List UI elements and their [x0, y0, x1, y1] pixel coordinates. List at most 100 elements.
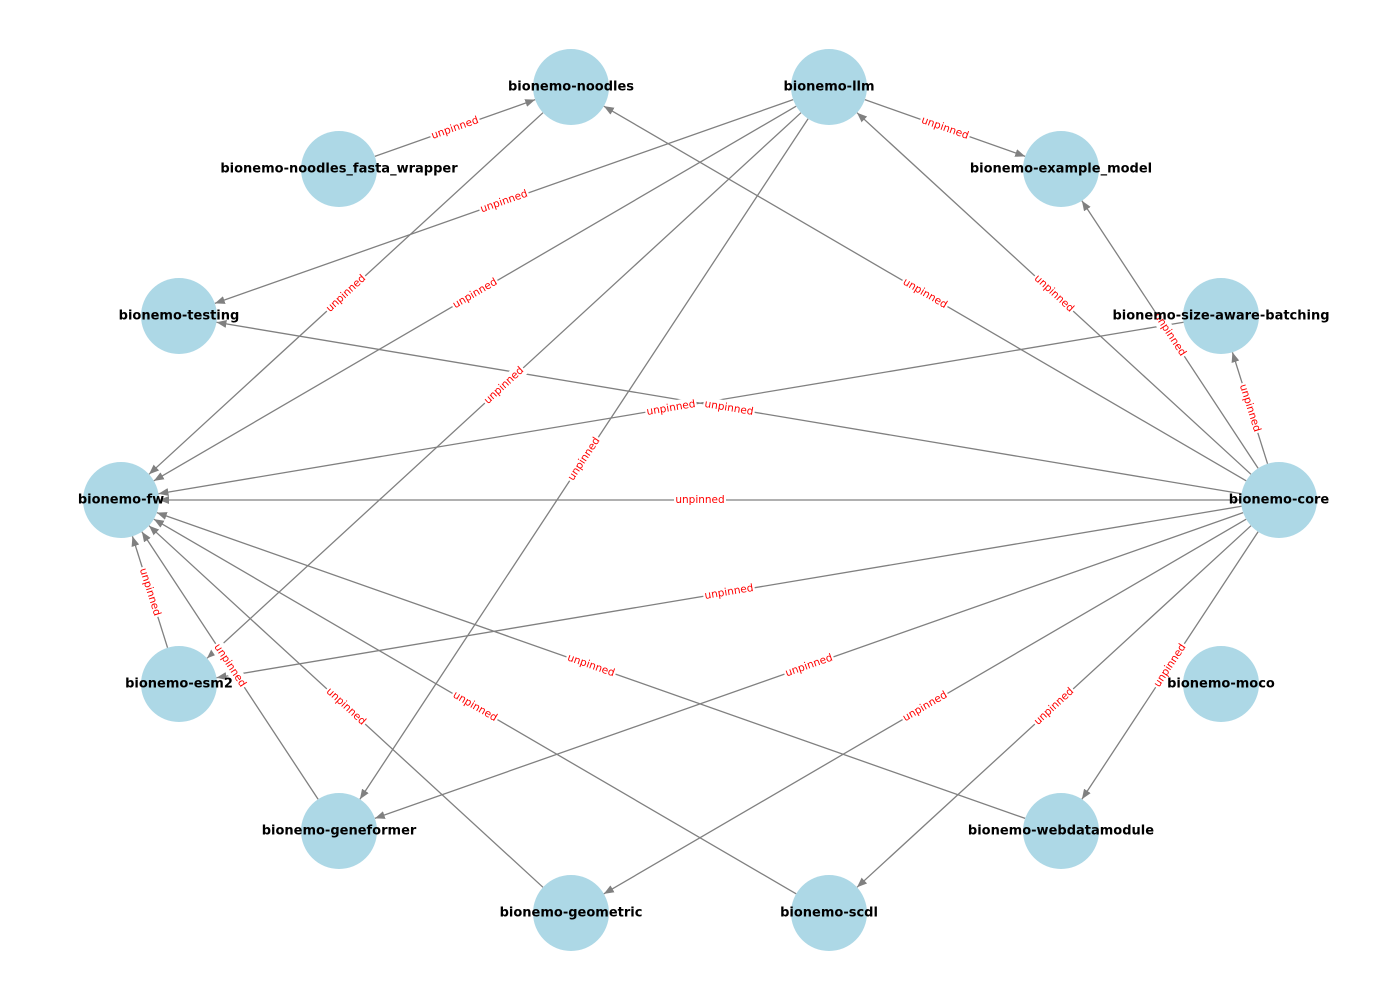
edge-label-background [449, 274, 501, 313]
edge-label-core-to-fw: unpinned [674, 493, 726, 507]
edge-label-background [135, 565, 165, 619]
edge-label-background [899, 274, 951, 313]
edge-label-noodles-to-fw: unpinned [322, 270, 370, 317]
node-moco: bionemo-moco [1167, 646, 1275, 722]
edge-label-text: unpinned [901, 276, 950, 311]
edge-label-text: unpinned [451, 276, 500, 311]
edge-label-core-to-geneformer: unpinned [782, 650, 836, 681]
edge-label-core-to-testing: unpinned [702, 396, 756, 420]
node-circle [1023, 793, 1099, 869]
edge-label-text: unpinned [566, 652, 617, 680]
edge-label-background [1030, 683, 1078, 730]
edge-label-text: unpinned [430, 114, 481, 142]
node-esm2: bionemo-esm2 [125, 646, 233, 722]
edge-label-scdl-to-fw: unpinned [449, 687, 501, 726]
edge-label-background [674, 493, 726, 507]
node-scdl: bionemo-scdl [780, 875, 878, 951]
edge-label-text: unpinned [565, 435, 602, 483]
node-core: bionemo-core [1229, 462, 1330, 538]
edge-label-core-to-scdl: unpinned [1030, 683, 1078, 730]
edge-label-background [1235, 381, 1265, 435]
node-label: bionemo-esm2 [125, 677, 233, 692]
node-label: bionemo-fw [78, 493, 164, 508]
node-sab: bionemo-size-aware-batching [1112, 278, 1330, 354]
edge-label-background [564, 650, 618, 681]
node-label: bionemo-noodles [508, 80, 634, 95]
edge-label-background [702, 580, 756, 604]
node-nfw: bionemo-noodles_fasta_wrapper [220, 131, 458, 207]
node-circle [1241, 462, 1317, 538]
edge-label-llm-to-fw: unpinned [449, 274, 501, 313]
edge-label-llm-to-example: unpinned [918, 112, 972, 144]
edge-label-llm-to-esm2: unpinned [480, 362, 528, 409]
edge-label-geometric-to-fw: unpinned [322, 683, 370, 730]
node-webdm: bionemo-webdatamodule [968, 793, 1154, 869]
edge-label-background [1149, 308, 1191, 361]
edge-label-background [209, 639, 251, 692]
node-label: bionemo-testing [119, 309, 240, 324]
node-label: bionemo-webdatamodule [968, 824, 1154, 839]
edge-label-background [782, 650, 836, 681]
node-label: bionemo-core [1229, 493, 1330, 508]
node-label: bionemo-geneformer [262, 824, 417, 839]
node-label: bionemo-moco [1167, 677, 1275, 692]
edge-label-core-to-esm2: unpinned [702, 580, 756, 604]
node-circle [791, 875, 867, 951]
node-label: bionemo-scdl [780, 906, 878, 921]
node-circle [301, 793, 377, 869]
edge-label-background [1030, 270, 1078, 317]
node-circle [1183, 278, 1259, 354]
node-circle [1023, 131, 1099, 207]
node-circle [1183, 646, 1259, 722]
edge-label-text: unpinned [784, 652, 835, 680]
node-geometric: bionemo-geometric [500, 875, 642, 951]
edge-label-background [918, 112, 972, 144]
node-fw: bionemo-fw [78, 462, 164, 538]
node-geneformer: bionemo-geneformer [262, 793, 417, 869]
edge-label-core-to-llm: unpinned [1030, 270, 1078, 317]
node-llm: bionemo-llm [783, 49, 875, 125]
edge-label-sab-to-fw: unpinned [644, 396, 698, 420]
edge-label-core-to-sab: unpinned [1235, 381, 1265, 435]
node-circle [301, 131, 377, 207]
edge-label-background [899, 687, 951, 726]
edge-label-core-to-geometric: unpinned [899, 687, 951, 726]
node-label: bionemo-noodles_fasta_wrapper [220, 162, 458, 177]
node-circle [83, 462, 159, 538]
edge-label-background [480, 362, 528, 409]
node-example: bionemo-example_model [970, 131, 1152, 207]
edge-label-background [477, 186, 531, 217]
edge-label-text: unpinned [1032, 272, 1076, 314]
edge-label-background [322, 683, 370, 730]
edge-label-text: unpinned [451, 689, 500, 724]
node-label: bionemo-example_model [970, 162, 1152, 177]
node-circle [141, 646, 217, 722]
edge-label-esm2-to-fw: unpinned [135, 565, 165, 619]
edge-label-text: unpinned [137, 567, 163, 618]
node-noodles: bionemo-noodles [508, 49, 634, 125]
node-label: bionemo-llm [783, 80, 874, 95]
edge-label-text: unpinned [1032, 685, 1076, 727]
edge-label-nfw-to-noodles: unpinned [428, 112, 482, 144]
edge-label-llm-to-testing: unpinned [477, 186, 531, 217]
edge-label-text: unpinned [479, 188, 530, 216]
edge-label-background [1149, 639, 1191, 692]
edge-label-text: unpinned [920, 114, 971, 142]
node-circle [533, 49, 609, 125]
edge-label-background [702, 396, 756, 420]
edge-label-background [322, 270, 370, 317]
edge-label-llm-to-geneformer: unpinned [563, 433, 605, 485]
node-label: bionemo-size-aware-batching [1112, 309, 1329, 324]
edge-label-text: unpinned [324, 272, 368, 314]
node-circle [141, 278, 217, 354]
edge-label-webdm-to-fw: unpinned [564, 650, 618, 681]
edge-label-text: unpinned [901, 689, 950, 724]
node-circle [533, 875, 609, 951]
edge-label-text: unpinned [1237, 383, 1263, 434]
node-circle [791, 49, 867, 125]
edge-label-background [428, 112, 482, 144]
edge-label-text: unpinned [324, 685, 368, 727]
edge-label-background [563, 433, 605, 485]
edge-label-text: unpinned [675, 494, 724, 506]
edge-label-background [449, 687, 501, 726]
